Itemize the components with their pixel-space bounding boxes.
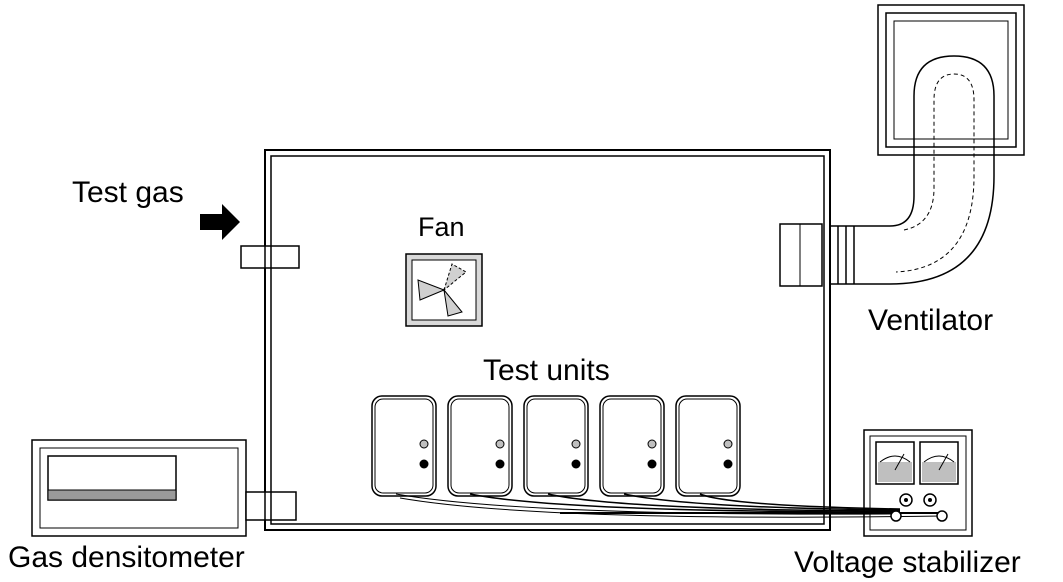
indicator-light — [647, 439, 657, 449]
terminal-icon — [890, 510, 902, 522]
label-voltage-stabilizer: Voltage stabilizer — [794, 546, 1021, 579]
test-unit — [371, 395, 437, 497]
label-fan: Fan — [418, 212, 465, 242]
wiring — [395, 493, 943, 518]
indicator-light — [495, 439, 505, 449]
ventilator-icon — [877, 4, 1025, 156]
test-unit — [523, 395, 589, 497]
label-gas-densitometer: Gas densitometer — [8, 541, 245, 574]
indicator-light — [647, 459, 657, 469]
label-ventilator: Ventilator — [868, 304, 994, 337]
test-chamber — [264, 149, 831, 531]
fan-icon — [405, 253, 483, 327]
ventilator-duct — [830, 55, 995, 285]
meter-icon — [919, 441, 959, 485]
gas-densitometer — [31, 439, 297, 537]
indicator-light — [571, 459, 581, 469]
label-test-gas: Test gas — [72, 176, 184, 209]
indicator-light — [419, 439, 429, 449]
knob-icon — [923, 493, 937, 507]
indicator-light — [419, 459, 429, 469]
voltage-stabilizer — [863, 429, 973, 537]
meter-icon — [875, 441, 915, 485]
gas-inlet-port — [240, 245, 300, 269]
arrow-right-icon — [200, 204, 240, 240]
terminal-icon — [936, 510, 948, 522]
test-units — [371, 395, 741, 497]
test-unit — [447, 395, 513, 497]
knob-icon — [899, 493, 913, 507]
test-unit — [675, 395, 741, 497]
indicator-light — [723, 459, 733, 469]
ventilator-port — [779, 223, 823, 287]
indicator-light — [571, 439, 581, 449]
indicator-light — [495, 459, 505, 469]
test-unit — [599, 395, 665, 497]
indicator-light — [723, 439, 733, 449]
label-test-units: Test units — [483, 354, 610, 387]
